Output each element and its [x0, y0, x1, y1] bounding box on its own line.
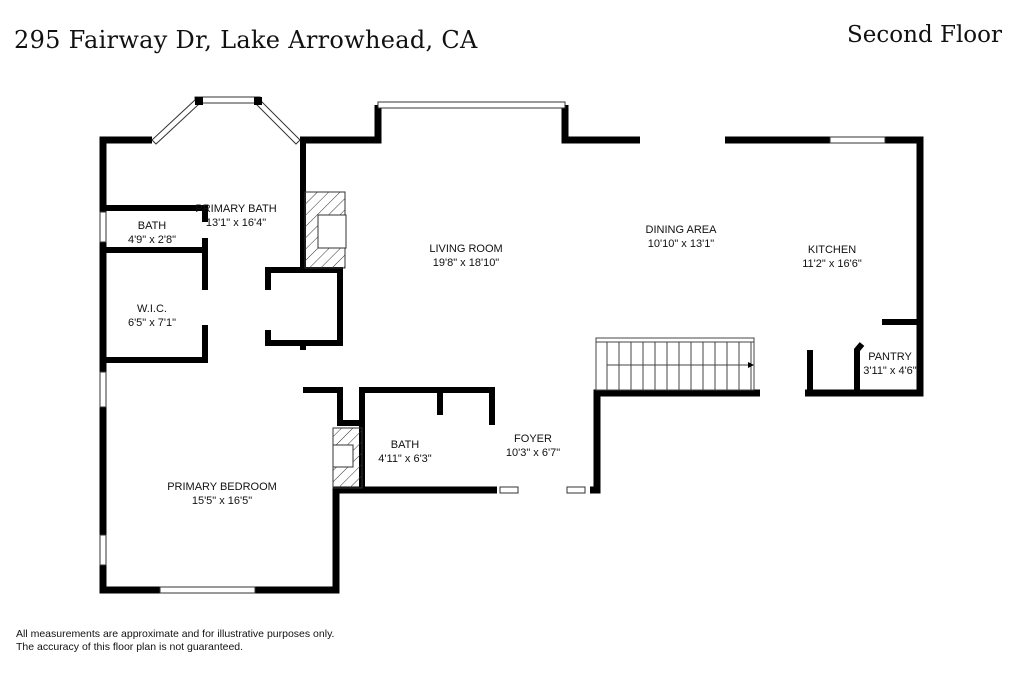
room-name: BATH [390, 439, 420, 451]
windows [99, 96, 886, 594]
interior-walls [103, 140, 920, 490]
stairs [595, 337, 755, 391]
room-wic: W.I.C. 6'5" x 7'1" [128, 302, 176, 330]
room-name: BATH [137, 220, 167, 232]
room-size: 11'2" x 16'6" [802, 258, 862, 270]
room-name: PANTRY [868, 351, 912, 363]
room-size: 4'9" x 2'8" [127, 234, 177, 246]
room-living: LIVING ROOM 19'8" x 18'10" [429, 242, 502, 270]
room-name: DINING AREA [645, 224, 717, 236]
room-kitchen: KITCHEN 11'2" x 16'6" [802, 243, 862, 271]
room-size: 15'5" x 16'5" [191, 495, 253, 507]
room-bath-small: BATH 4'9" x 2'8" [128, 219, 176, 247]
room-name: PRIMARY BEDROOM [167, 481, 277, 493]
room-size: 4'11" x 6'3" [378, 453, 432, 465]
room-foyer: FOYER 10'3" x 6'7" [506, 432, 560, 460]
room-name: KITCHEN [807, 244, 857, 256]
room-name: FOYER [514, 433, 552, 445]
room-pantry: PANTRY 3'11" x 4'6" [863, 350, 916, 378]
disclaimer-line: The accuracy of this floor plan is not g… [16, 641, 244, 653]
disclaimer-line: All measurements are approximate and for… [16, 628, 335, 640]
room-bath-lower: BATH 4'11" x 6'3" [378, 438, 431, 466]
room-dining: DINING AREA 10'10" x 13'1" [646, 223, 717, 251]
room-size: 10'3" x 6'7" [505, 447, 561, 459]
disclaimer: All measurements are approximate and for… [16, 628, 334, 654]
address-title: 295 Fairway Dr, Lake Arrowhead, CA [14, 26, 478, 54]
room-size: 10'10" x 13'1" [647, 238, 715, 250]
room-name: W.I.C. [137, 303, 167, 315]
floor-label: Second Floor [847, 22, 1002, 48]
room-primary-bath: PRIMARY BATH 13'1" x 16'4" [195, 202, 276, 230]
room-size: 3'11" x 4'6" [863, 365, 917, 377]
room-size: 6'5" x 7'1" [127, 317, 177, 329]
room-primary-bedroom: PRIMARY BEDROOM 15'5" x 16'5" [167, 480, 277, 508]
exterior-walls [99, 105, 924, 594]
room-size: 19'8" x 18'10" [432, 257, 500, 269]
room-size: 13'1" x 16'4" [205, 217, 267, 229]
room-name: PRIMARY BATH [195, 203, 277, 215]
room-name: LIVING ROOM [429, 243, 503, 255]
